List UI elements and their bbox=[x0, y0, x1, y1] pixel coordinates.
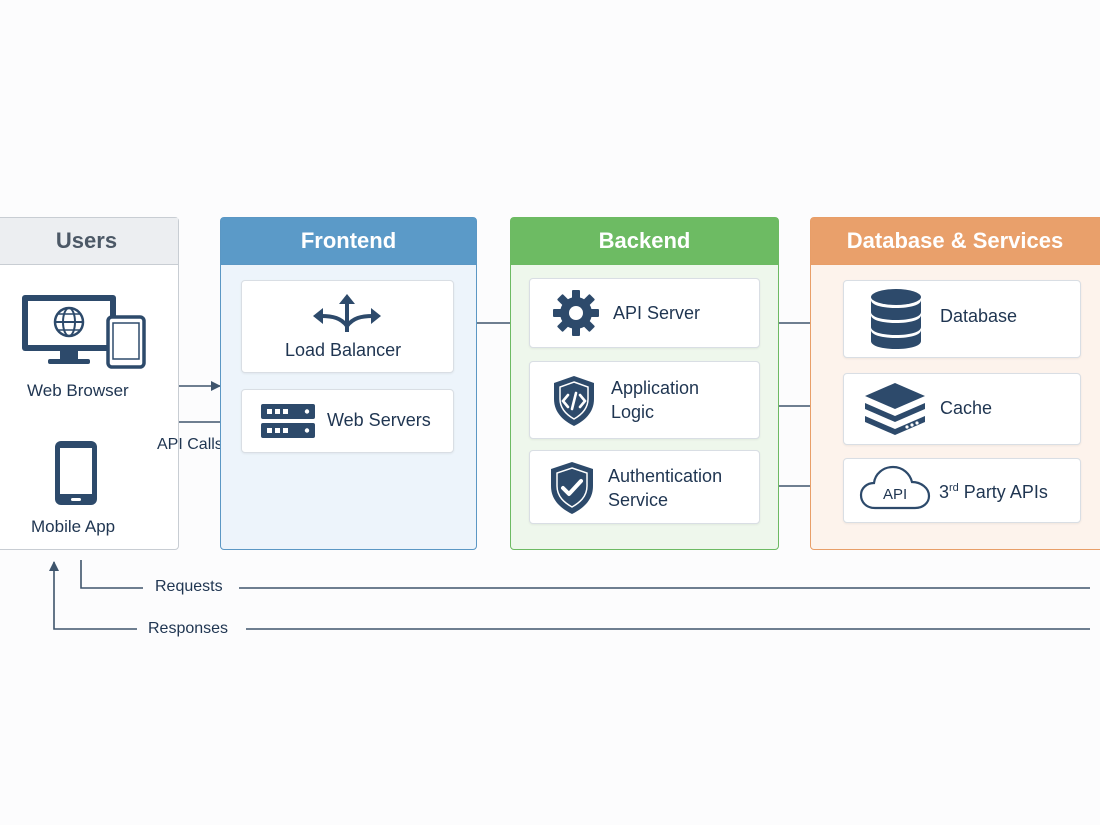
desktop-tablet-icon bbox=[22, 295, 146, 369]
third-party-apis-label: 3rd Party APIs bbox=[939, 482, 1048, 503]
application-logic-label-line2: Logic bbox=[611, 402, 655, 422]
api-cloud-icon bbox=[859, 465, 931, 510]
api-server-label: API Server bbox=[613, 303, 701, 323]
users-header: Users bbox=[0, 218, 178, 265]
frontend-panel: Frontend bbox=[220, 217, 477, 550]
responses-label: Responses bbox=[148, 620, 229, 637]
database-services-header: Database & Services bbox=[811, 218, 1100, 265]
requests-line bbox=[80, 560, 143, 589]
load-balancer-label: Load Balancer bbox=[285, 340, 402, 360]
application-logic-label-line1: Application bbox=[611, 378, 700, 398]
api-calls-label: API Calls bbox=[157, 436, 223, 453]
third-party-suffix: Party APIs bbox=[958, 482, 1048, 502]
responses-line bbox=[49, 561, 137, 630]
backend-header: Backend bbox=[511, 218, 778, 265]
cache-label: Cache bbox=[940, 398, 993, 418]
web-browser-label: Web Browser bbox=[27, 381, 129, 400]
code-shield-icon bbox=[554, 376, 594, 426]
server-rack-icon bbox=[261, 404, 315, 438]
database-icon bbox=[871, 289, 921, 349]
authentication-service-label-line2: Service bbox=[608, 490, 669, 510]
web-servers-label: Web Servers bbox=[327, 410, 431, 430]
api-cloud-badge-text: API bbox=[883, 486, 908, 503]
load-balancer-icon bbox=[313, 294, 381, 332]
cache-card[interactable] bbox=[843, 373, 1081, 445]
mobile-phone-icon bbox=[55, 441, 97, 505]
shield-check-icon bbox=[551, 462, 593, 514]
mobile-app-label: Mobile App bbox=[31, 517, 116, 536]
requests-label: Requests bbox=[155, 578, 223, 595]
layers-stack-icon bbox=[865, 383, 925, 435]
gear-icon bbox=[553, 290, 599, 336]
third-party-sup: rd bbox=[949, 482, 959, 494]
database-label: Database bbox=[940, 306, 1018, 326]
web-servers-card[interactable] bbox=[241, 389, 454, 453]
third-party-prefix: 3 bbox=[939, 482, 950, 502]
frontend-header: Frontend bbox=[221, 218, 476, 265]
authentication-service-label-line1: Authentication bbox=[608, 466, 723, 486]
